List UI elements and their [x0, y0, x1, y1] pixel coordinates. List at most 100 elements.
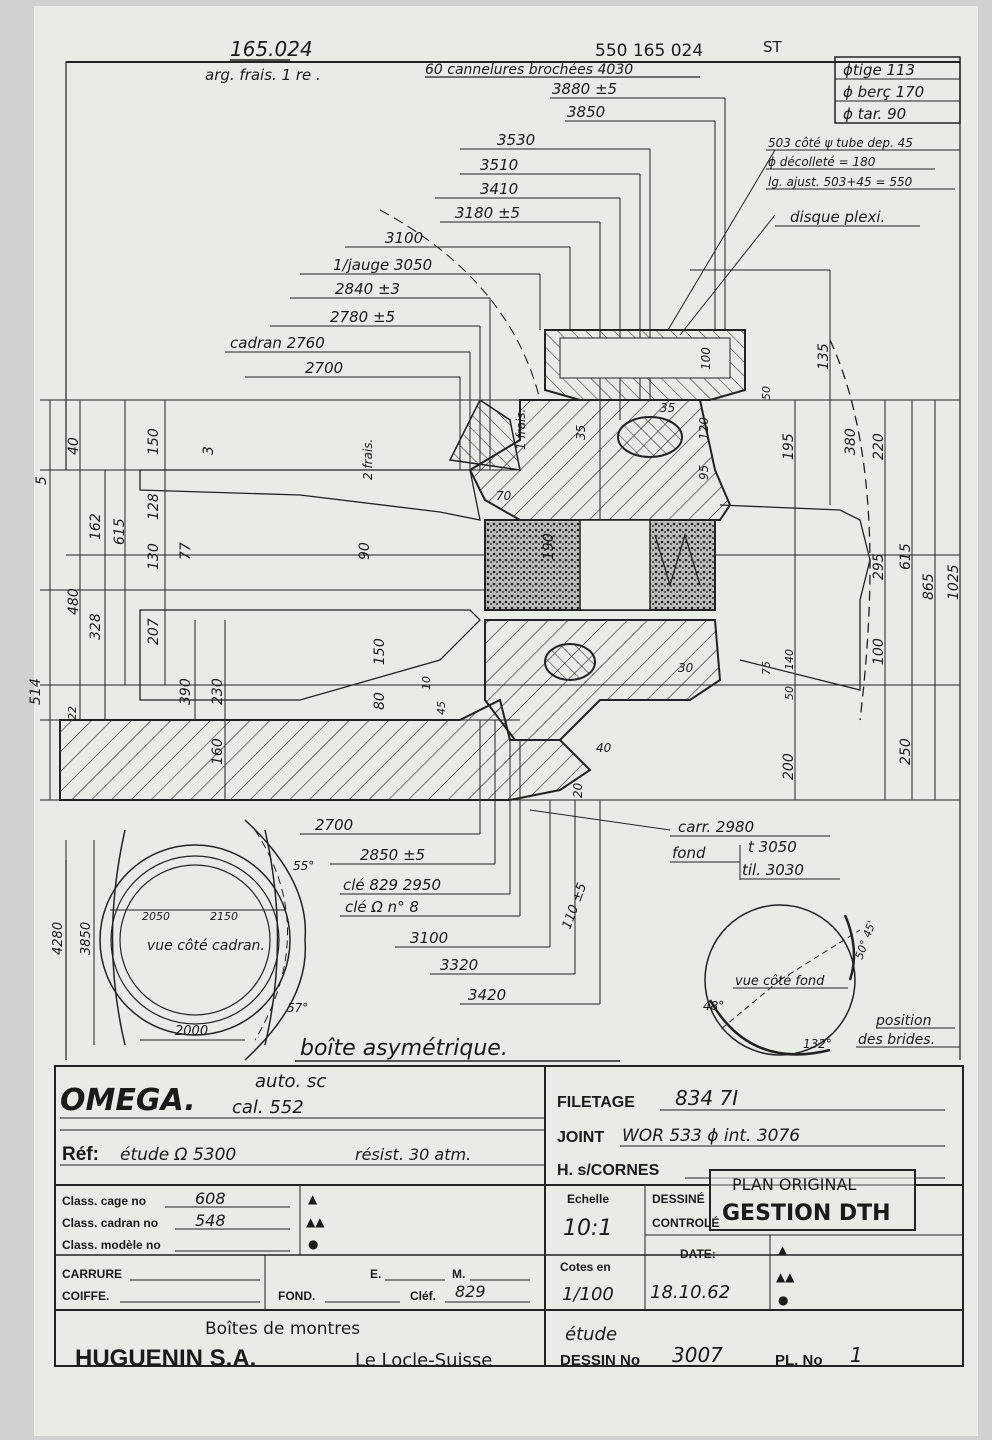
vdim-45: 45 [435, 701, 448, 715]
vdim-3: 3 [201, 446, 217, 455]
dim-3850: 3850 [567, 103, 605, 121]
dim-3100: 3100 [385, 229, 423, 247]
class-cage-value: 608 [195, 1189, 226, 1208]
calibre: cal. 552 [232, 1097, 304, 1118]
vdim-130: 130 [146, 543, 162, 570]
vdim-140: 140 [783, 649, 796, 670]
vdim-1025: 1025 [946, 564, 962, 600]
class-cadran-label: Class. cadran no [62, 1216, 158, 1230]
stamp-line2: GESTION DTH [722, 1201, 891, 1226]
company-place: Le Locle-Suisse [355, 1350, 492, 1371]
vdim-514: 514 [28, 678, 44, 705]
vdim-100b: 100 [699, 347, 713, 370]
view-w: 2000 [175, 1024, 208, 1039]
fond-tb-label: FOND. [278, 1289, 315, 1303]
fond-til: til. 3030 [742, 861, 804, 879]
vdim-250: 250 [898, 738, 914, 765]
bdim-cle829: clé 829 2950 [343, 876, 441, 894]
pl-value: 1 [850, 1343, 863, 1367]
vdim-328: 328 [88, 613, 104, 640]
vdim-50b: 50 [783, 686, 796, 700]
vdim-200: 200 [781, 753, 797, 780]
note-1frais: 1 frais. [514, 409, 528, 450]
view-fond-position: position [875, 1013, 931, 1029]
vdim-865: 865 [921, 573, 937, 600]
dim-2840: 2840 ±3 [335, 280, 400, 298]
joint-value: WOR 533 ϕ int. 3076 [622, 1126, 800, 1146]
tige-value: ϕtige 113 [843, 61, 915, 79]
view-d2: 2150 [210, 910, 238, 923]
bdim-3100: 3100 [410, 929, 448, 947]
clef-label: Cléf. [410, 1289, 436, 1303]
vdim-380: 380 [843, 428, 859, 455]
top-number: 550 165 024 [595, 41, 703, 61]
vdim-75: 75 [760, 661, 773, 675]
note-plexi: disque plexi. [790, 208, 885, 226]
case-cross-section [40, 209, 961, 801]
carr-value: carr. 2980 [678, 818, 754, 836]
vdim-207: 207 [146, 618, 162, 645]
company-name: HUGUENIN S.A. [75, 1345, 256, 1372]
class-cadran-value: 548 [195, 1211, 226, 1230]
note-ajust: lg. ajust. 503+45 = 550 [768, 175, 913, 189]
view-back-side: vue côté fond 48° 132° 50° 45' position … [703, 904, 960, 1056]
dim-cadran-2760: cadran 2760 [230, 334, 325, 352]
dim-3410: 3410 [480, 180, 518, 198]
vdim-5: 5 [34, 476, 50, 485]
vdim-220: 220 [871, 433, 887, 460]
triangle-4: ▲ [778, 1243, 788, 1257]
vdim-90: 90 [357, 542, 373, 560]
resist: résist. 30 atm. [355, 1145, 471, 1164]
bdim-2850: 2850 ±5 [360, 846, 425, 864]
date-label: DATE: [680, 1247, 716, 1261]
class-cage-label: Class. cage no [62, 1194, 146, 1208]
view-fond-label: vue côté fond [735, 974, 825, 989]
fond-t: t 3050 [748, 838, 797, 856]
view-h2: 3850 [79, 922, 94, 955]
view-fond-a3: 50° 45' [853, 919, 879, 961]
vdim-195: 195 [781, 433, 797, 460]
ref-value: étude Ω 5300 [120, 1145, 236, 1165]
vdim-150: 150 [146, 428, 162, 455]
dim-3880: 3880 ±5 [552, 80, 617, 98]
vdim-22: 22 [66, 706, 79, 720]
vdim-295: 295 [871, 553, 887, 580]
vdim-35: 35 [660, 401, 675, 415]
vdim-95: 95 [697, 465, 711, 480]
top-suffix: ST [763, 38, 783, 56]
bdim-2700: 2700 [315, 816, 353, 834]
vdim-480: 480 [66, 588, 82, 615]
bottom-dimensions: 2700 2850 ±5 clé 829 2950 clé Ω n° 8 310… [300, 720, 671, 1005]
bdim-3420: 3420 [468, 986, 506, 1004]
header: 165.024 arg. frais. 1 re . 550 165 024 S… [66, 37, 961, 124]
broche-note: 60 cannelures brochées 4030 [425, 62, 633, 78]
view-d1: 2050 [142, 910, 170, 923]
vdim-50: 50 [760, 386, 773, 400]
view-fond-brides: des brides. [858, 1032, 935, 1048]
hs-label: H. s/CORNES [557, 1162, 660, 1179]
angle-40: 40 [596, 741, 612, 755]
drawing-caption: boîte asymétrique. [300, 1036, 508, 1061]
echelle-label: Echelle [567, 1192, 609, 1206]
coiffe-label: COIFFE. [62, 1289, 109, 1303]
cotes-value: 1/100 [562, 1284, 614, 1305]
class-modele-label: Class. modèle no [62, 1238, 161, 1252]
controle-label: CONTROLÉ [652, 1215, 719, 1230]
note-decollete: ϕ décolleté = 180 [768, 155, 876, 169]
view-fond-a1: 48° [703, 999, 724, 1013]
dim-3510: 3510 [480, 156, 518, 174]
carrure-label: CARRURE [62, 1267, 122, 1281]
e-label: E. [370, 1267, 381, 1281]
view-cadran-label: vue côté cadran. [147, 938, 265, 954]
view-a2: 57° [287, 1001, 308, 1015]
vdim-100: 100 [871, 638, 887, 665]
vdim-162: 162 [88, 513, 104, 540]
echelle-value: 10:1 [563, 1216, 612, 1241]
vdim-120: 120 [697, 417, 711, 440]
ref-label: Réf: [62, 1144, 99, 1165]
pl-label: PL. No [775, 1352, 823, 1369]
vdim-150b: 150 [372, 638, 388, 665]
triangle-2: ▲▲ [306, 1215, 325, 1229]
left-note: arg. frais. 1 re . [205, 66, 321, 84]
